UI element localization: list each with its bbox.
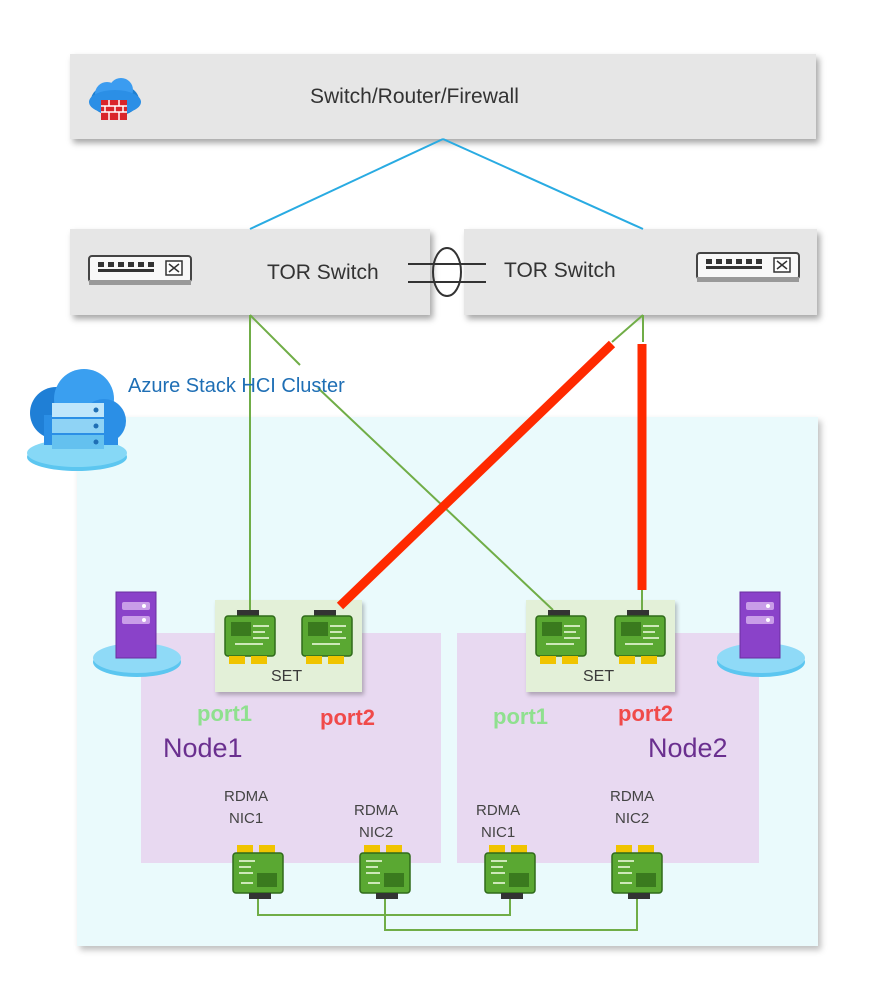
tor-switch-left-label: TOR Switch — [267, 261, 379, 284]
rdma-nic-card-icon — [359, 845, 411, 899]
node1-port1-label: port1 — [197, 701, 252, 726]
cluster-label: Azure Stack HCI Cluster — [128, 375, 345, 397]
rdma-nic-card-icon — [232, 845, 284, 899]
firewall-cloud-icon — [89, 78, 141, 120]
node1-label: Node1 — [163, 733, 243, 763]
node2-label: Node2 — [648, 733, 728, 763]
network-switch-icon — [88, 255, 192, 285]
hci-cluster-icon — [27, 369, 127, 471]
bond-symbol — [432, 247, 462, 297]
tor-switch-right-label: TOR Switch — [504, 259, 616, 282]
server-icon — [717, 591, 805, 677]
nic-card-icon — [301, 610, 353, 664]
uplink-right — [442, 138, 644, 230]
node1-set-label: SET — [271, 668, 303, 685]
nic-card-icon — [224, 610, 276, 664]
rdma-nic-card-icon — [484, 845, 536, 899]
node2-port1-label: port1 — [493, 704, 548, 729]
red-link-node1-port2 — [336, 340, 616, 610]
node2-port2-label: port2 — [618, 701, 673, 726]
server-icon — [93, 591, 181, 677]
nic-card-icon — [614, 610, 666, 664]
switch-router-firewall-label: Switch/Router/Firewall — [310, 85, 519, 108]
nic-card-icon — [535, 610, 587, 664]
network-switch-icon — [696, 252, 800, 282]
link-node1-port1-branch — [249, 314, 301, 366]
node2-set-label: SET — [583, 668, 615, 685]
rdma-link-nic2 — [384, 893, 638, 931]
node1-port2-label: port2 — [320, 705, 375, 730]
uplink-left — [249, 138, 444, 230]
link-right-tor-a — [611, 314, 644, 343]
rdma-nic-card-icon — [611, 845, 663, 899]
switch-router-firewall-box — [70, 54, 816, 139]
link-cross-node2-port1 — [317, 387, 554, 611]
